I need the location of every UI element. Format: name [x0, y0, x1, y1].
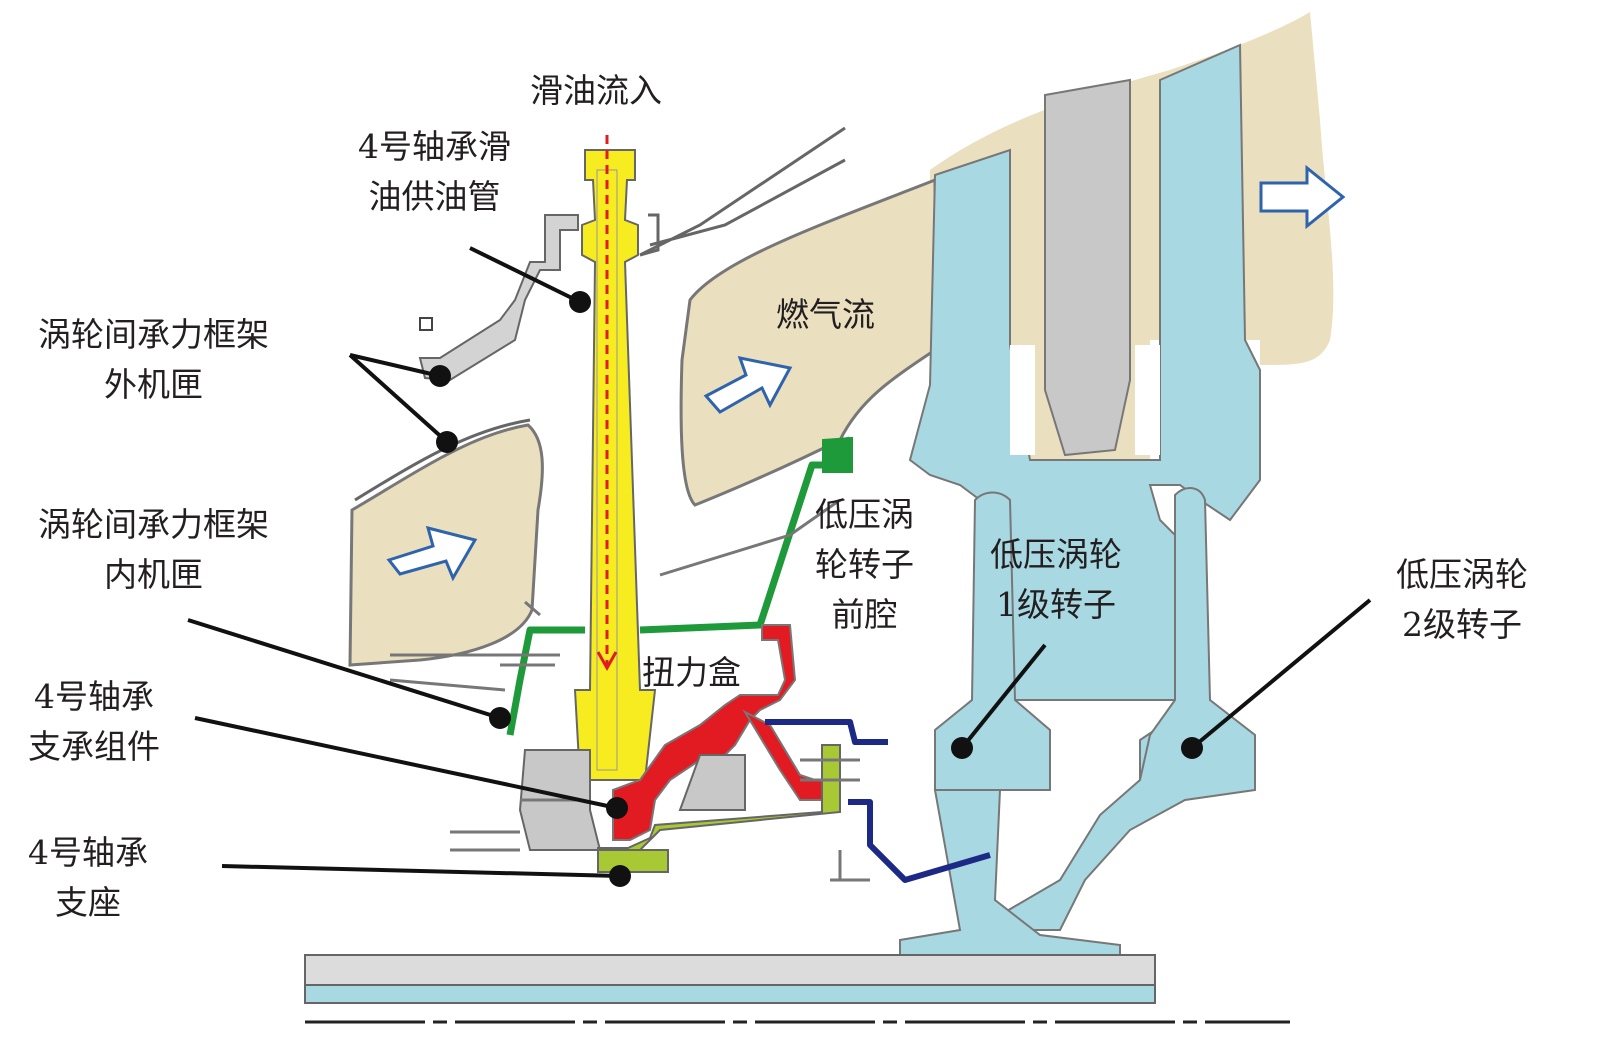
blade-gap-left: [1010, 345, 1035, 455]
leader-oil-tube: [469, 246, 581, 304]
leader-lines: [187, 246, 1372, 878]
leader-outer-casing-b: [348, 353, 449, 444]
flow-arrow-icon: [386, 525, 478, 582]
stage2-rotor-bulb: [999, 487, 1256, 931]
navy-seal-upper: [765, 719, 888, 745]
label-oil-inflow: 滑油流入: [530, 71, 662, 110]
casing-small-square: [419, 317, 433, 331]
leader-bearing-support: [194, 716, 618, 810]
gas-path-middle: [679, 177, 937, 507]
leader-dot-icon: [609, 865, 631, 887]
label-outer-casing: 涡轮间承力框架外机匣: [38, 315, 269, 404]
torque-box-red: [612, 624, 797, 841]
leader-dot-icon: [1181, 737, 1203, 759]
rotor-cone: [899, 789, 1121, 977]
label-gas-flow: 燃气流: [776, 295, 875, 334]
label-bearing-support-assy: 4号轴承支承组件: [28, 677, 160, 766]
outer-casing: [418, 214, 579, 382]
stage1-blade: [1044, 78, 1131, 457]
leader-stage1: [960, 643, 1047, 750]
lp-shaft-outer: [304, 954, 1156, 986]
label-torque-box: 扭力盒: [642, 653, 741, 692]
leader-stage2: [1190, 598, 1372, 750]
label-rotor-front-cavity: 低压涡轮转子前腔: [815, 495, 914, 634]
torque-box-arm: [742, 709, 830, 801]
leader-dot-icon: [606, 797, 628, 819]
navy-seal-lower: [848, 799, 991, 883]
label-oil-supply-tube: 4号轴承滑油供油管: [358, 127, 511, 216]
green-flange: [822, 436, 853, 473]
leader-dot-icon: [429, 365, 451, 387]
leader-dots: [429, 291, 1203, 887]
label-inner-casing: 涡轮间承力框架内机匣: [38, 505, 269, 594]
leader-bearing-seat: [221, 864, 621, 878]
bearing-seat-base: [597, 849, 669, 873]
blade-gap-right: [1135, 345, 1160, 455]
leader-outer-casing-a: [349, 353, 441, 378]
casing-top-wall: [639, 126, 846, 257]
leader-dot-icon: [569, 291, 591, 313]
leader-dot-icon: [436, 431, 458, 453]
leader-inner-casing: [187, 618, 501, 720]
oil-flow-arrowhead: [596, 651, 618, 672]
leader-dot-icon: [489, 707, 511, 729]
leader-dot-icon: [951, 737, 973, 759]
flow-arrow-icon: [1259, 164, 1346, 230]
stage1-rotor-bulb: [934, 491, 1051, 791]
lp-shaft-blue: [304, 984, 1156, 1004]
bearing-cage: [678, 754, 746, 811]
label-bearing-seat: 4号轴承支座: [28, 833, 148, 922]
labyrinth-lines: [389, 498, 870, 882]
flow-arrow-icon: [703, 356, 793, 414]
